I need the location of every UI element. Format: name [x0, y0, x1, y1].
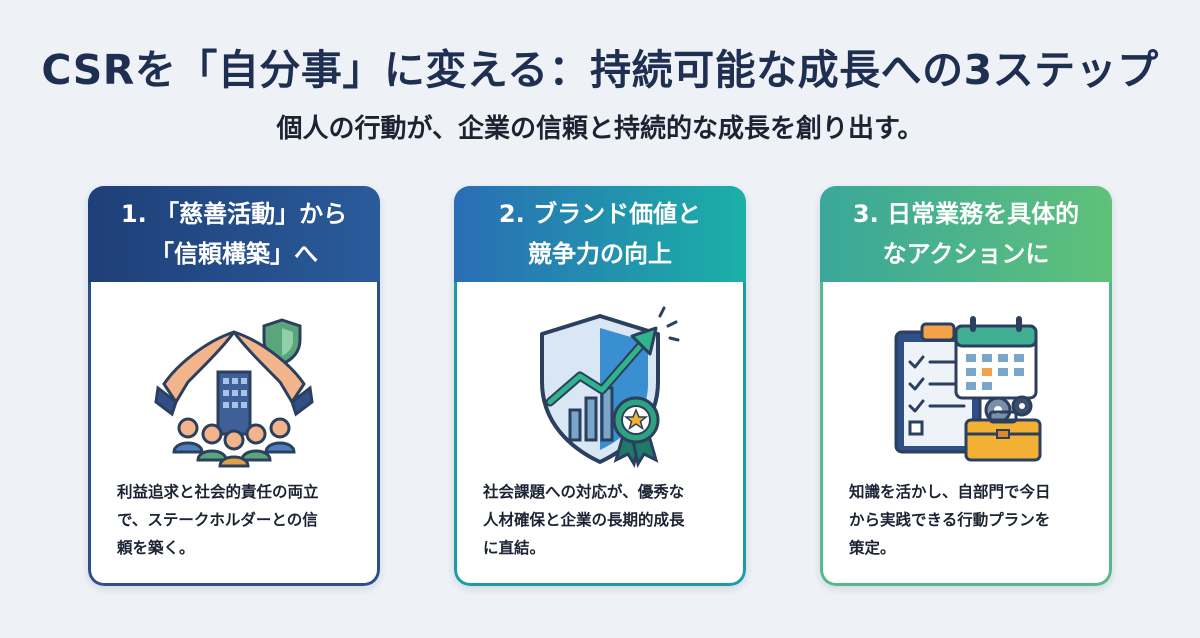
step-card-2-heading-line1: 2. ブランド価値と [498, 200, 702, 228]
step-card-1-desc-line2: で、ステークホルダーとの信 [117, 511, 318, 529]
step-card-1-desc-line1: 利益追求と社会的責任の両立 [117, 483, 319, 501]
step-card-1-heading-line2: 「信頼構築」へ [149, 240, 318, 268]
step-card-2-header: 2. ブランド価値と 競争力の向上 [454, 186, 746, 282]
step-card-3: 3. 日常業務を具体的 なアクションに [820, 186, 1112, 586]
step-card-3-desc-line2: から実践できる行動プランを [849, 511, 1051, 529]
step-card-2-description: 社会課題への対応が、優秀な 人材確保と企業の長期的成長 に直結。 [483, 478, 721, 562]
step-card-1-body: 利益追求と社会的責任の両立 で、ステークホルダーとの信 頼を築く。 [88, 282, 380, 586]
step-card-1-description: 利益追求と社会的責任の両立 で、ステークホルダーとの信 頼を築く。 [117, 478, 355, 562]
page-subtitle: 個人の行動が、企業の信頼と持続的な成長を創り出す。 [276, 114, 924, 144]
step-card-3-heading-line1: 3. 日常業務を具体的 [852, 200, 1080, 228]
step-card-2-desc-line3: に直結。 [483, 539, 546, 557]
protecting-hands-community-icon [154, 318, 314, 468]
page-title: CSRを「自分事」に変える：持続可能な成長への3ステップ [41, 46, 1159, 94]
shield-growth-award-icon [540, 306, 680, 469]
step-card-2: 2. ブランド価値と 競争力の向上 [454, 186, 746, 586]
step-card-1-header: 1. 「慈善活動」から 「信頼構築」へ [88, 186, 380, 282]
checklist-calendar-toolbox-icon [894, 316, 1042, 462]
step-card-3-header: 3. 日常業務を具体的 なアクションに [820, 186, 1112, 282]
step-card-2-desc-line2: 人材確保と企業の長期的成長 [483, 511, 685, 529]
step-card-3-body: 知識を活かし、自部門で今日 から実践できる行動プランを 策定。 [820, 282, 1112, 586]
step-card-2-desc-line1: 社会課題への対応が、優秀な [483, 483, 685, 501]
step-card-3-desc-line3: 策定。 [849, 539, 896, 557]
step-card-3-heading-line2: なアクションに [882, 240, 1050, 268]
step-card-2-body: 社会課題への対応が、優秀な 人材確保と企業の長期的成長 に直結。 [454, 282, 746, 586]
step-card-1: 1. 「慈善活動」から 「信頼構築」へ [88, 186, 380, 586]
step-card-3-desc-line1: 知識を活かし、自部門で今日 [849, 483, 1051, 501]
step-card-2-heading-line2: 競争力の向上 [527, 240, 672, 268]
step-card-3-description: 知識を活かし、自部門で今日 から実践できる行動プランを 策定。 [849, 478, 1087, 562]
step-card-1-desc-line3: 頼を築く。 [117, 539, 195, 557]
step-card-1-heading-line1: 1. 「慈善活動」から [120, 200, 348, 228]
